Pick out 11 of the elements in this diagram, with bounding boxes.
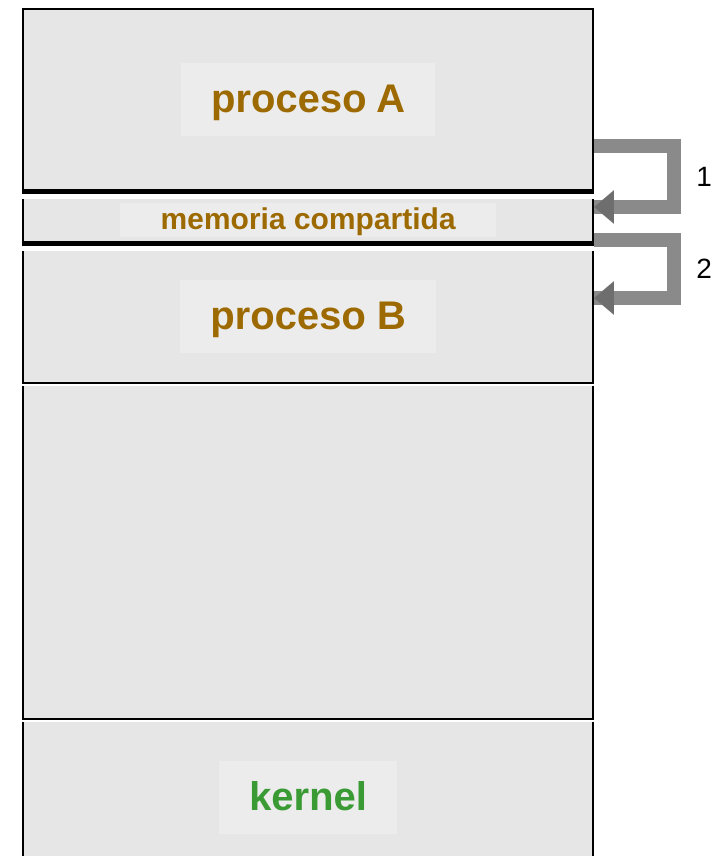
- region-label: memoria compartida: [120, 203, 496, 237]
- memory-region: [22, 8, 594, 194]
- arrow: [594, 233, 681, 315]
- memory-region: [22, 251, 594, 384]
- memory-region: [22, 722, 594, 856]
- arrow: [594, 139, 681, 224]
- region-label: kernel: [219, 760, 397, 834]
- region-label: proceso A: [180, 63, 436, 136]
- memory-region: [22, 386, 594, 720]
- memory-region: [22, 199, 594, 246]
- region-label: proceso B: [180, 280, 436, 353]
